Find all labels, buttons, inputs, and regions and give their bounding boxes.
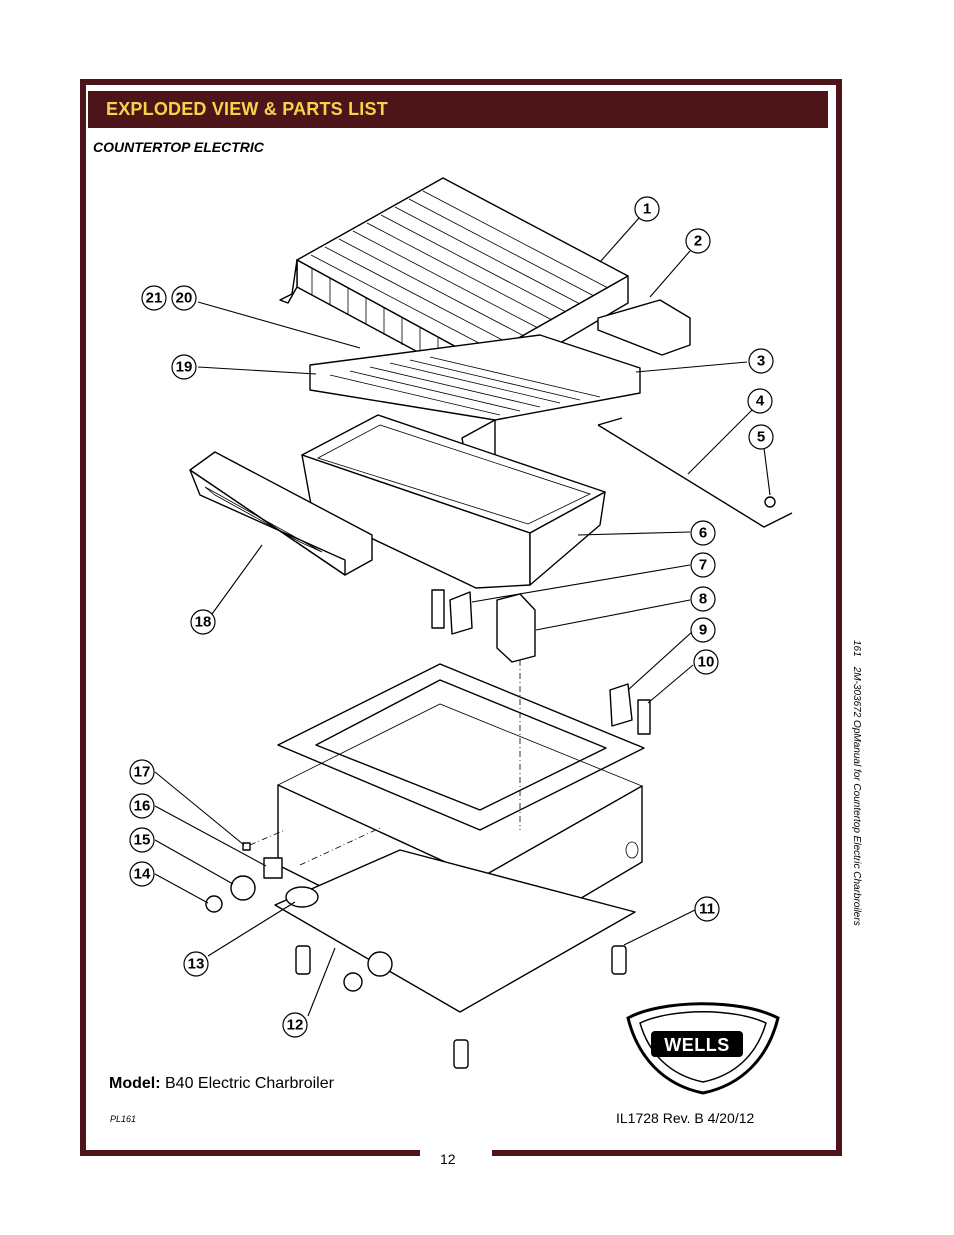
- callout-17: 17: [129, 759, 155, 785]
- legs: [295, 945, 627, 1069]
- svg-text:10: 10: [698, 654, 715, 671]
- revision-note: IL1728 Rev. B 4/20/12: [616, 1110, 755, 1126]
- drip-pan: [301, 414, 606, 589]
- base-plate: [274, 849, 636, 1013]
- section-title: EXPLODED VIEW & PARTS LIST: [106, 99, 388, 119]
- callout-12: 12: [282, 1012, 308, 1038]
- svg-text:16: 16: [134, 798, 151, 815]
- svg-text:9: 9: [699, 622, 707, 639]
- wells-logo: WELLS: [626, 1002, 780, 1095]
- page-number: 12: [440, 1151, 456, 1167]
- controls: [205, 842, 393, 992]
- svg-text:8: 8: [699, 591, 707, 608]
- svg-text:13: 13: [188, 956, 205, 973]
- svg-text:18: 18: [195, 614, 212, 631]
- leader-lines: [154, 217, 771, 1017]
- section-header: EXPLODED VIEW & PARTS LIST: [88, 91, 828, 128]
- pl-code: PL161: [110, 1114, 137, 1124]
- callout-18: 18: [190, 609, 216, 635]
- callout-5: 5: [748, 424, 774, 450]
- callout-15: 15: [129, 827, 155, 853]
- callout-1: 1: [634, 196, 660, 222]
- svg-text:17: 17: [134, 764, 151, 781]
- diagram-subtitle: COUNTERTOP ELECTRIC: [93, 139, 264, 155]
- callout-2: 2: [685, 228, 711, 254]
- exploded-view-diagram: 1 2 3 4 5 6 7 8 9 10 11 12 13 14 15 16 1…: [129, 177, 793, 1095]
- callout-16: 16: [129, 793, 155, 819]
- page-frame-left: [80, 79, 86, 1156]
- bracket-parts: [431, 589, 651, 735]
- side-note-text: 2M-303672 OpManual for Countertop Electr…: [851, 666, 862, 926]
- page-frame-top: [80, 79, 842, 85]
- svg-text:2: 2: [694, 233, 702, 250]
- wells-logo-text: WELLS: [664, 1035, 730, 1055]
- svg-text:11: 11: [699, 901, 715, 918]
- callout-19: 19: [171, 354, 197, 380]
- side-channel: [597, 299, 691, 356]
- side-note-code: 161: [851, 640, 862, 657]
- page-frame-right: [836, 79, 842, 1156]
- model-value: B40 Electric Charbroiler: [165, 1075, 334, 1092]
- callout-4: 4: [747, 388, 773, 414]
- svg-text:19: 19: [176, 359, 193, 376]
- side-note: 161 2M-303672 OpManual for Countertop Ele…: [851, 640, 862, 926]
- callout-13: 13: [183, 951, 209, 977]
- svg-text:7: 7: [699, 557, 707, 574]
- callout-10: 10: [693, 649, 719, 675]
- model-line: Model: B40 Electric Charbroiler: [109, 1075, 334, 1093]
- svg-text:20: 20: [176, 290, 193, 307]
- svg-text:1: 1: [643, 201, 651, 218]
- grate: [279, 177, 629, 413]
- svg-text:14: 14: [134, 866, 151, 883]
- svg-text:15: 15: [134, 832, 151, 849]
- svg-text:5: 5: [757, 429, 765, 446]
- callout-3: 3: [748, 348, 774, 374]
- callout-11: 11: [694, 896, 720, 922]
- callout-6: 6: [690, 520, 716, 546]
- callout-7: 7: [690, 552, 716, 578]
- callout-9: 9: [690, 617, 716, 643]
- svg-text:4: 4: [756, 393, 765, 410]
- page-frame-bottom-right: [492, 1150, 842, 1156]
- front-shield: [189, 451, 373, 576]
- callout-21: 21: [141, 285, 167, 311]
- svg-text:3: 3: [757, 353, 765, 370]
- svg-text:6: 6: [699, 525, 707, 542]
- callout-8: 8: [690, 586, 716, 612]
- model-label: Model:: [109, 1075, 161, 1092]
- rod-and-spring: [597, 417, 793, 528]
- svg-text:12: 12: [287, 1017, 304, 1034]
- callout-14: 14: [129, 861, 155, 887]
- page-frame-bottom-left: [80, 1150, 420, 1156]
- svg-text:21: 21: [146, 290, 163, 307]
- callout-20: 20: [171, 285, 197, 311]
